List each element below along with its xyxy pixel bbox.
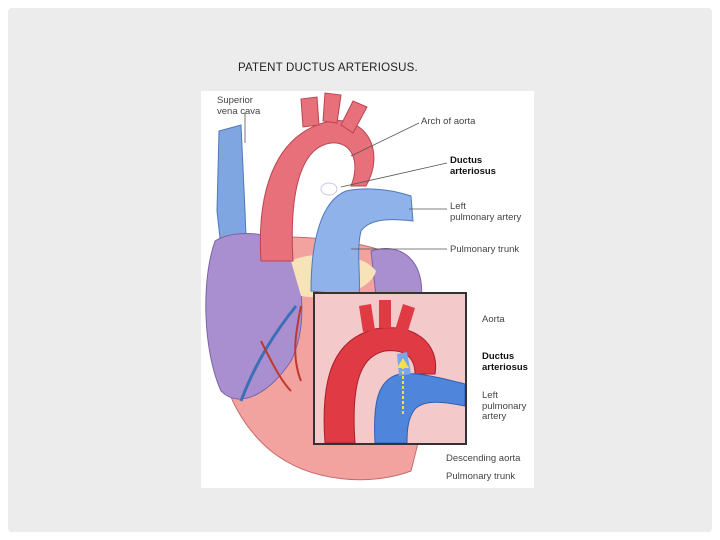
slide: PATENT DUCTUS ARTERIOSUS. [8, 8, 712, 532]
arch-of-aorta-label: Arch of aorta [421, 117, 475, 128]
heart-diagram: Superior vena cava Arch of aorta Ductus … [201, 91, 534, 488]
slide-title: PATENT DUCTUS ARTERIOSUS. [238, 62, 418, 74]
superior-vena-cava-label: Superior vena cava [217, 96, 260, 117]
inset-illustration [315, 294, 465, 443]
ductus-arteriosus-label: Ductus arteriosus [450, 156, 496, 177]
inset-ductus-arteriosus-label: Ductus arteriosus [482, 352, 528, 373]
inset-aorta-label: Aorta [482, 315, 505, 326]
pulmonary-trunk-label: Pulmonary trunk [450, 245, 519, 256]
inset-pulmonary-trunk-label: Pulmonary trunk [446, 472, 515, 483]
ductus-detail-inset [313, 292, 467, 445]
left-pulmonary-artery-label: Left pulmonary artery [450, 202, 521, 223]
inset-left-pulmonary-artery-label: Left pulmonary artery [482, 391, 526, 423]
descending-aorta-label: Descending aorta [446, 454, 520, 465]
